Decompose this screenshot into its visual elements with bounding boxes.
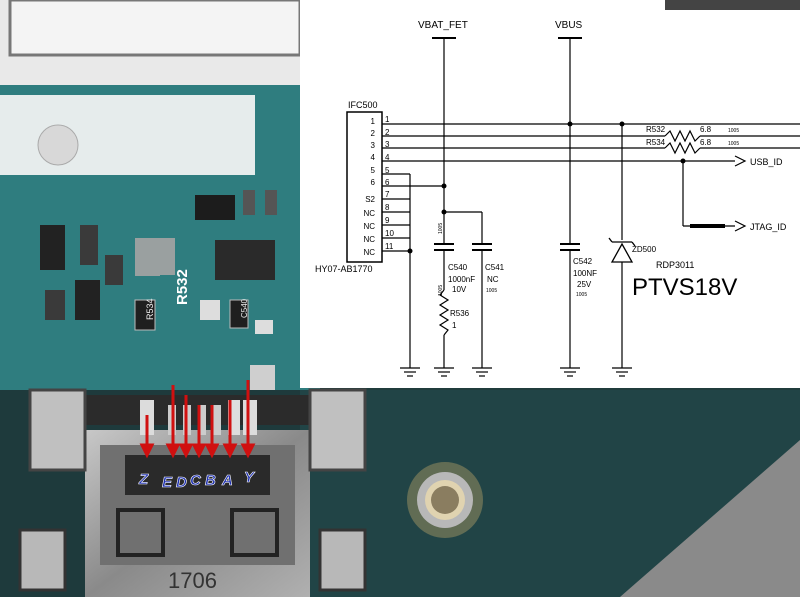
r534-symbol [664, 141, 701, 155]
svg-text:NC: NC [363, 235, 375, 244]
svg-text:8: 8 [385, 203, 390, 212]
schematic-inset: IFC500 HY07-AB1770 1 2 3 4 5 6 S1 S2 NC … [300, 0, 800, 388]
svg-text:2: 2 [385, 128, 390, 137]
c540-voltage: 10V [452, 285, 467, 294]
zd500-type: PTVS18V [632, 274, 737, 301]
net-vbus: VBUS [555, 20, 583, 31]
svg-text:4: 4 [371, 153, 376, 162]
smd-components [40, 190, 277, 390]
svg-text:NC: NC [363, 222, 375, 231]
zd500-part: RDP3011 [656, 260, 694, 270]
svg-text:NC: NC [363, 248, 375, 257]
r532-value: 6.8 [700, 125, 712, 134]
svg-text:10: 10 [385, 229, 394, 238]
capacitors [434, 243, 580, 251]
c542-ref: C542 [573, 257, 593, 266]
connector-pin-labels: 1 2 3 4 5 6 S1 S2 NC NC NC NC [363, 117, 375, 257]
junction-dots [407, 121, 686, 254]
connector-marking: 1706 [168, 568, 217, 593]
pin-label-a: A [221, 472, 233, 489]
usb-connector: 1706 [18, 388, 367, 597]
r534-pkg: 1005 [728, 141, 739, 147]
jtag-id-arrow [734, 220, 747, 232]
silk-r532: R532 [174, 269, 191, 305]
svg-text:6: 6 [385, 178, 390, 187]
usb-id-arrow [734, 155, 747, 167]
r536-ref: R536 [450, 309, 470, 318]
c540-ref: C540 [448, 263, 468, 272]
r532-pkg: 1005 [728, 128, 739, 134]
net-usb-id: USB_ID [750, 157, 783, 167]
pin-label-b: B [205, 472, 216, 489]
connector-ref: IFC500 [348, 100, 378, 110]
svg-text:S2: S2 [365, 195, 375, 204]
c540-pkg: 1005 [438, 223, 444, 234]
svg-text:6: 6 [371, 178, 376, 187]
c541-ref: C541 [485, 263, 505, 272]
r536-pkg: 1005 [438, 285, 444, 296]
r532-symbol [664, 129, 701, 143]
svg-text:1: 1 [385, 115, 390, 124]
svg-text:11: 11 [385, 242, 394, 251]
c540-value: 1000nF [448, 275, 475, 284]
zd500-ref: ZD500 [632, 245, 657, 254]
svg-text:NC: NC [363, 209, 375, 218]
c542-pkg: 1005 [576, 292, 587, 298]
net-vbat: VBAT_FET [418, 20, 468, 31]
silk-r534: R534 [145, 298, 155, 320]
pin-label-z: Z [138, 471, 149, 488]
connector-pin-numbers: 1 2 3 4 5 6 7 8 9 10 11 [385, 115, 394, 251]
c541-pkg: 1005 [486, 288, 497, 294]
c542-voltage: 25V [577, 280, 592, 289]
pin-label-c: C [190, 472, 202, 489]
c541-value: NC [487, 275, 499, 284]
svg-text:7: 7 [385, 190, 390, 199]
r536-symbol [438, 289, 450, 336]
pin-label-e: E [162, 474, 173, 491]
silkscreen-labels: R534 R532 C540 [145, 269, 249, 320]
svg-text:5: 5 [385, 166, 390, 175]
mount-hole [407, 462, 483, 538]
r532-ref: R532 [646, 125, 666, 134]
zener-diode [608, 237, 636, 263]
c542-value: 100NF [573, 269, 597, 278]
pin-arrows [139, 380, 256, 459]
svg-text:3: 3 [371, 141, 376, 150]
svg-text:1: 1 [371, 117, 376, 126]
pin-label-d: D [176, 474, 187, 491]
r534-value: 6.8 [700, 138, 712, 147]
r536-value: 1 [452, 321, 457, 330]
net-jtag-id: JTAG_ID [750, 222, 787, 232]
svg-text:9: 9 [385, 216, 390, 225]
svg-text:4: 4 [385, 153, 390, 162]
svg-text:3: 3 [385, 140, 390, 149]
connector-part: HY07-AB1770 [315, 264, 373, 274]
pin-letters: Z E D C B A Y [138, 469, 257, 492]
svg-text:5: 5 [371, 166, 376, 175]
silk-c540: C540 [240, 298, 249, 318]
ground-symbols [400, 367, 632, 377]
r534-ref: R534 [646, 138, 666, 147]
pin-label-y: Y [244, 469, 256, 486]
svg-text:2: 2 [371, 129, 376, 138]
